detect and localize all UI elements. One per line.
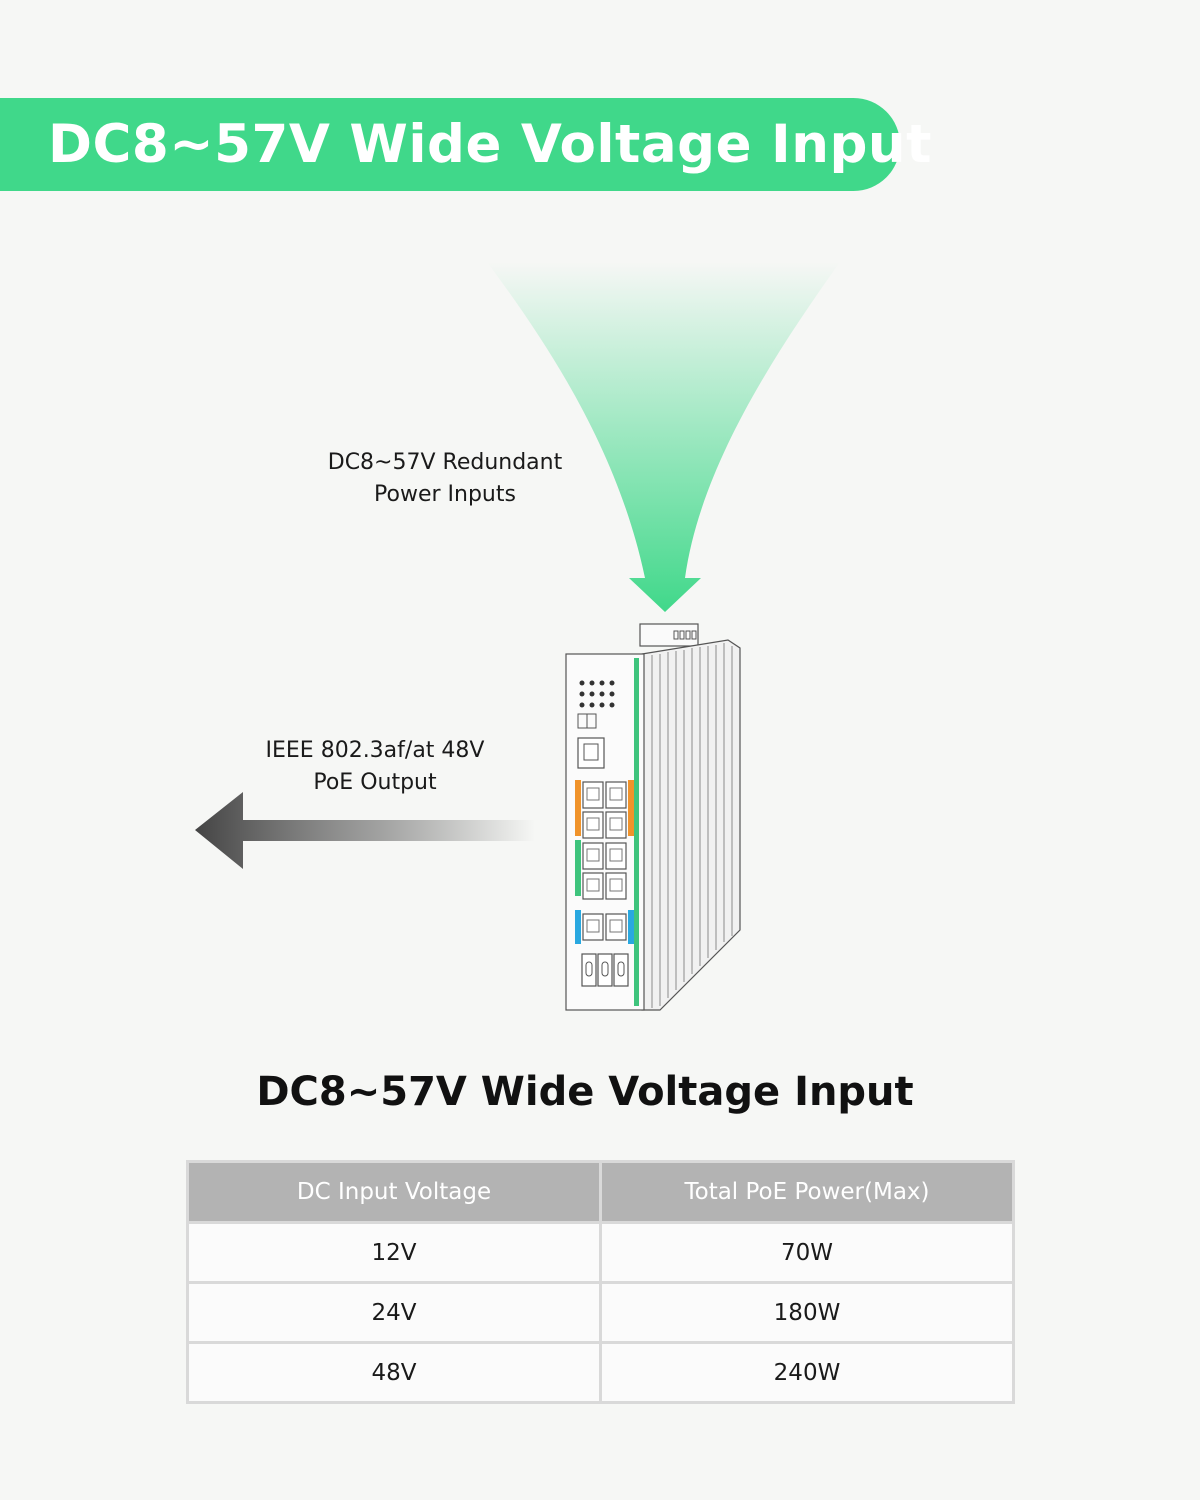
poe-switch-device bbox=[565, 623, 741, 1011]
voltage-cell: 48V bbox=[186, 1341, 602, 1404]
power-cell: 70W bbox=[599, 1221, 1015, 1284]
table-row: 24V 180W bbox=[186, 1281, 1015, 1344]
table-row: 12V 70W bbox=[186, 1221, 1015, 1284]
section-title: DC8~57V Wide Voltage Input bbox=[256, 1069, 914, 1115]
poe-output-label-line2: PoE Output bbox=[313, 770, 437, 795]
table-header-row: DC Input Voltage Total PoE Power(Max) bbox=[186, 1160, 1015, 1224]
voltage-cell: 24V bbox=[186, 1281, 602, 1344]
title-banner: DC8~57V Wide Voltage Input bbox=[0, 98, 931, 191]
voltage-cell: 12V bbox=[186, 1221, 602, 1284]
poe-output-label-line1: IEEE 802.3af/at 48V bbox=[265, 738, 485, 763]
power-cell: 240W bbox=[599, 1341, 1015, 1404]
power-input-label-line2: Power Inputs bbox=[374, 482, 516, 507]
power-input-label: DC8~57V Redundant Power Inputs bbox=[300, 447, 590, 511]
banner-title: DC8~57V Wide Voltage Input bbox=[48, 114, 932, 175]
voltage-power-table: DC Input Voltage Total PoE Power(Max) 12… bbox=[186, 1160, 1015, 1404]
illustration bbox=[195, 262, 840, 1011]
poe-output-arrow-icon bbox=[195, 792, 535, 869]
table-row: 48V 240W bbox=[186, 1341, 1015, 1404]
power-cell: 180W bbox=[599, 1281, 1015, 1344]
poe-output-label: IEEE 802.3af/at 48V PoE Output bbox=[230, 735, 520, 799]
power-input-arrow-icon bbox=[487, 262, 840, 612]
header-dc-input-voltage: DC Input Voltage bbox=[186, 1160, 602, 1224]
header-total-poe-power: Total PoE Power(Max) bbox=[599, 1160, 1015, 1224]
power-input-label-line1: DC8~57V Redundant bbox=[327, 450, 563, 475]
